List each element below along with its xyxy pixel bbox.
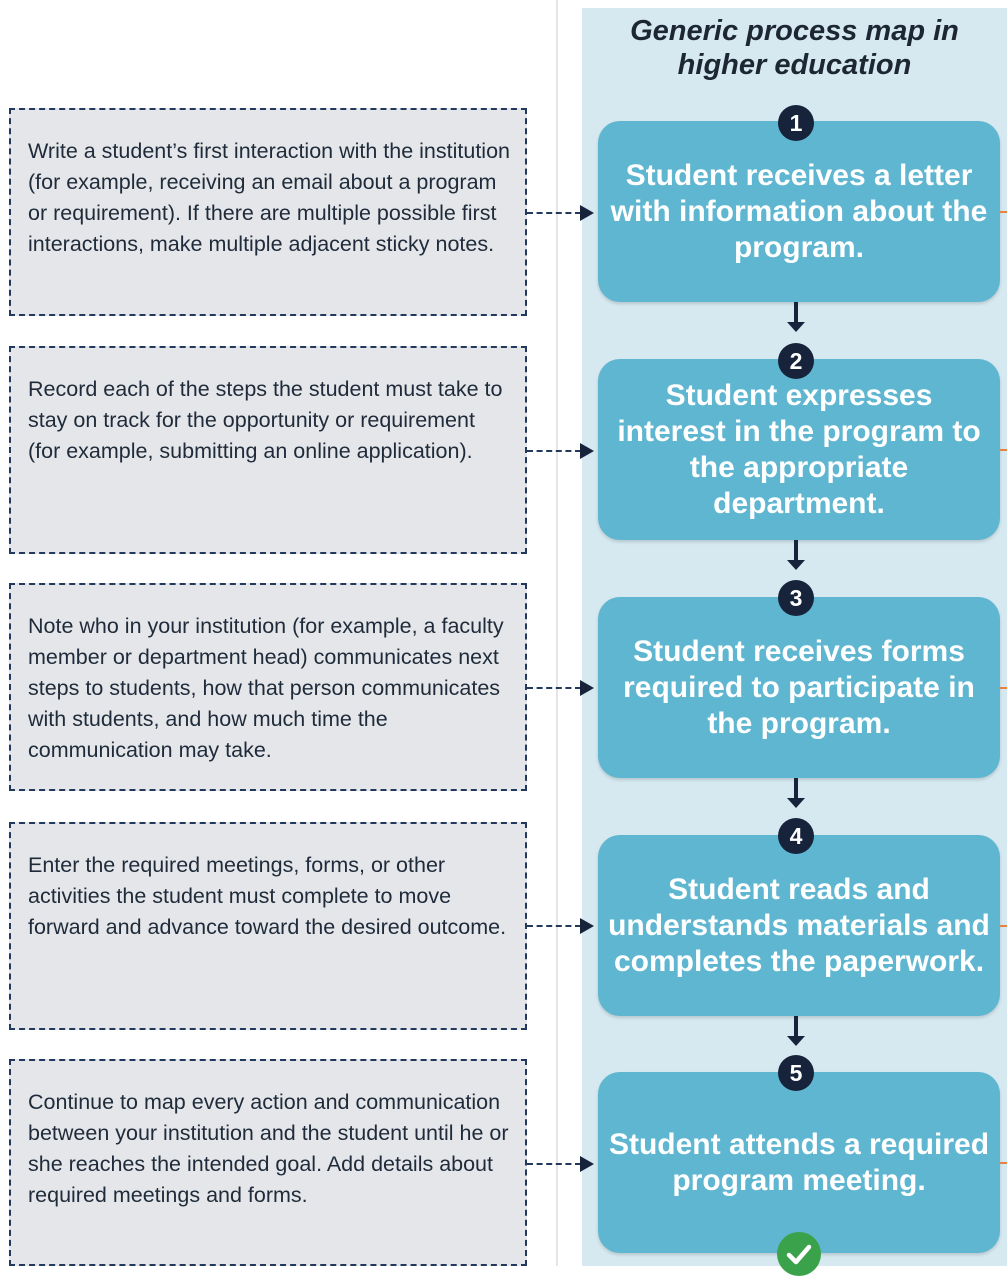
note-connector-3 (527, 687, 581, 689)
instruction-note-2: Record each of the steps the student mus… (9, 346, 527, 554)
arrow-down-icon (787, 1036, 805, 1046)
side-connector (1000, 449, 1007, 451)
step-box-5: Student attends a required program meeti… (598, 1072, 1000, 1253)
step-connector (794, 302, 798, 324)
note-connector-4 (527, 925, 581, 927)
side-connector (1000, 925, 1007, 927)
step-connector (794, 778, 798, 800)
note-connector-1 (527, 212, 581, 214)
instruction-note-1: Write a student’s first interaction with… (9, 108, 527, 316)
side-connector (1000, 687, 1007, 689)
step-number-badge: 2 (778, 343, 814, 379)
instruction-note-5: Continue to map every action and communi… (9, 1059, 527, 1266)
step-box-3: Student receives forms required to parti… (598, 597, 1000, 778)
instruction-note-3: Note who in your institution (for exampl… (9, 583, 527, 791)
step-number-badge: 1 (778, 105, 814, 141)
check-icon (777, 1232, 821, 1276)
step-number-badge: 5 (778, 1055, 814, 1091)
step-number-badge: 4 (778, 818, 814, 854)
arrow-right-icon (580, 680, 594, 696)
arrow-down-icon (787, 798, 805, 808)
step-box-1: Student receives a letter with informati… (598, 121, 1000, 302)
arrow-right-icon (580, 1156, 594, 1172)
arrow-right-icon (580, 205, 594, 221)
panel-title: Generic process map in higher education (630, 15, 959, 81)
arrow-down-icon (787, 322, 805, 332)
step-box-4: Student reads and understands materials … (598, 835, 1000, 1016)
column-divider (556, 0, 558, 1266)
step-connector (794, 1016, 798, 1038)
step-connector (794, 540, 798, 562)
arrow-down-icon (787, 560, 805, 570)
instruction-note-4: Enter the required meetings, forms, or o… (9, 822, 527, 1030)
side-connector (1000, 1162, 1007, 1164)
arrow-right-icon (580, 443, 594, 459)
step-number-badge: 3 (778, 580, 814, 616)
side-connector (1000, 211, 1007, 213)
note-connector-2 (527, 450, 581, 452)
note-connector-5 (527, 1163, 581, 1165)
arrow-right-icon (580, 918, 594, 934)
step-box-2: Student expresses interest in the progra… (598, 359, 1000, 540)
